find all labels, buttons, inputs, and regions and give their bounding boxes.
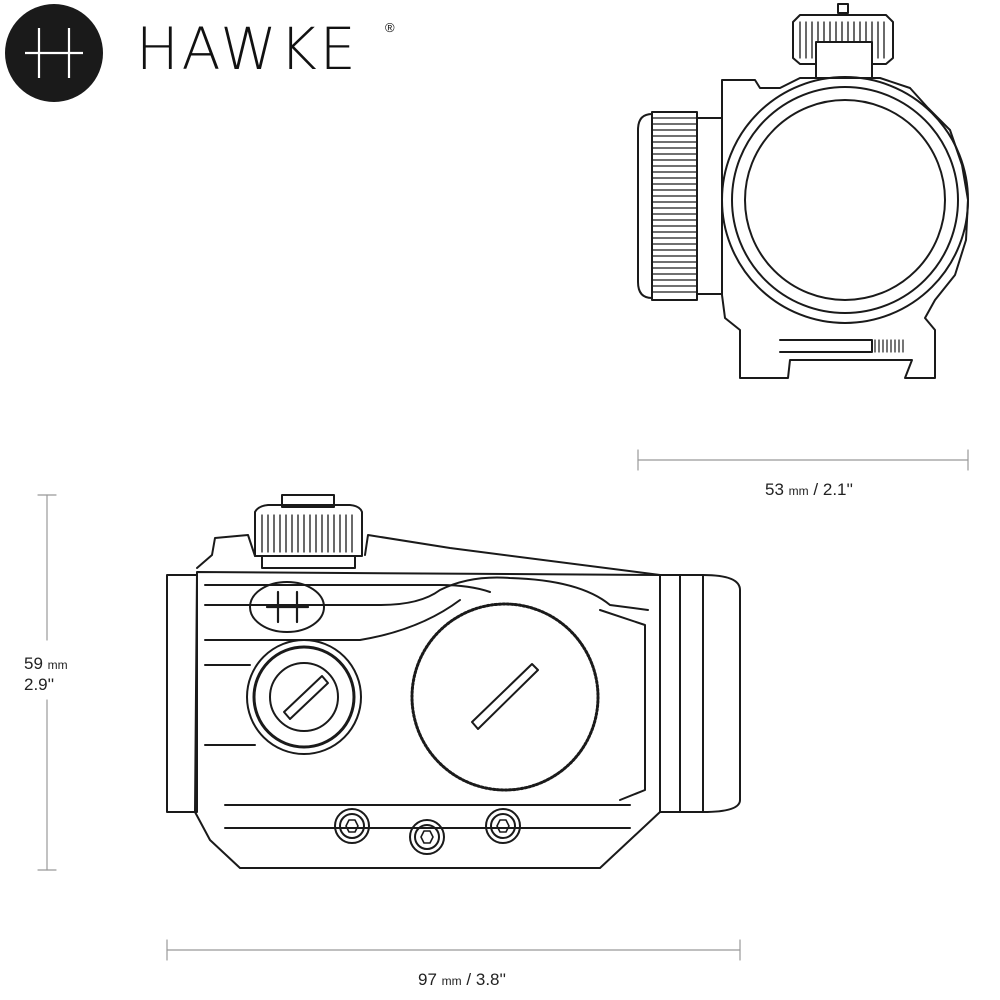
registered-mark: ® xyxy=(385,20,395,35)
dimension-lines xyxy=(37,449,969,961)
hawke-logo-icon xyxy=(5,4,103,102)
brand-wordmark: HAWKE xyxy=(136,15,359,83)
width-dimension-label: 53 mm / 2.1'' xyxy=(765,480,853,499)
height-dimension-label: 59 mm 2.9'' xyxy=(24,654,68,694)
length-dimension-label: 97 mm / 3.8'' xyxy=(418,970,506,989)
front-view xyxy=(637,3,969,379)
side-view xyxy=(166,494,741,869)
